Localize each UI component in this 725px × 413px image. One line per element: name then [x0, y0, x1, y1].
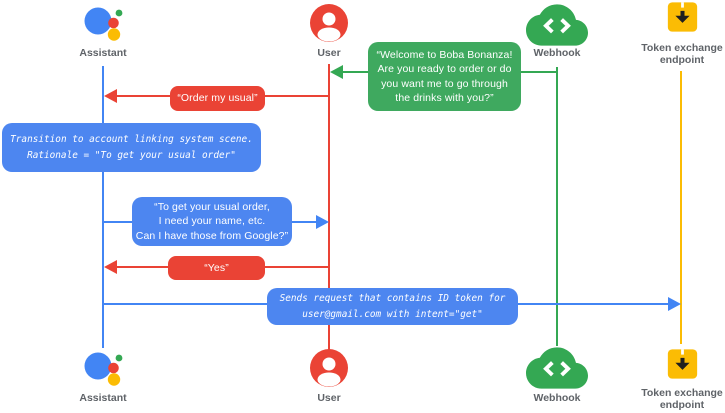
- token-endpoint-lifeline: [680, 71, 682, 344]
- token-endpoint-icon-top: [667, 2, 698, 32]
- token-endpoint-icon-bottom: [667, 349, 698, 379]
- user-lifeline: [328, 64, 330, 350]
- order-my-usual-arrowhead-icon: [104, 89, 117, 103]
- user-icon-bottom: [310, 349, 348, 387]
- webhook-icon-top: [526, 4, 588, 46]
- user-icon-top: [310, 4, 348, 42]
- webhook-label-top: Webhook: [533, 47, 581, 59]
- assistant-label-top: Assistant: [79, 47, 127, 59]
- order-my-usual-bubble: “Order my usual”: [170, 86, 265, 111]
- assistant-label-bottom: Assistant: [79, 392, 127, 404]
- user-label-top: User: [317, 47, 341, 59]
- webhook-icon-bottom: [526, 347, 588, 389]
- send-request-bubble: Sends request that contains ID token for…: [267, 288, 518, 325]
- send-request-arrowhead-icon: [668, 297, 681, 311]
- welcome-arrowhead-icon: [330, 65, 343, 79]
- assistant-lifeline: [102, 66, 104, 348]
- token-endpoint-label-top: Token exchange endpoint: [641, 42, 723, 66]
- transition-note-box: Transition to account linking system sce…: [2, 123, 261, 172]
- ask-permission-bubble: “To get your usual order, I need your na…: [132, 197, 292, 246]
- yes-arrowhead-icon: [104, 260, 117, 274]
- webhook-lifeline: [556, 67, 558, 346]
- assistant-icon-bottom: [84, 352, 123, 386]
- token-endpoint-label-bottom: Token exchange endpoint: [641, 387, 723, 411]
- welcome-message-bubble: “Welcome to Boba Bonanza! Are you ready …: [368, 42, 521, 111]
- ask-permission-arrowhead-icon: [316, 215, 329, 229]
- assistant-icon-top: [84, 7, 123, 41]
- yes-bubble: “Yes”: [168, 256, 265, 280]
- webhook-label-bottom: Webhook: [533, 392, 581, 404]
- user-label-bottom: User: [317, 392, 341, 404]
